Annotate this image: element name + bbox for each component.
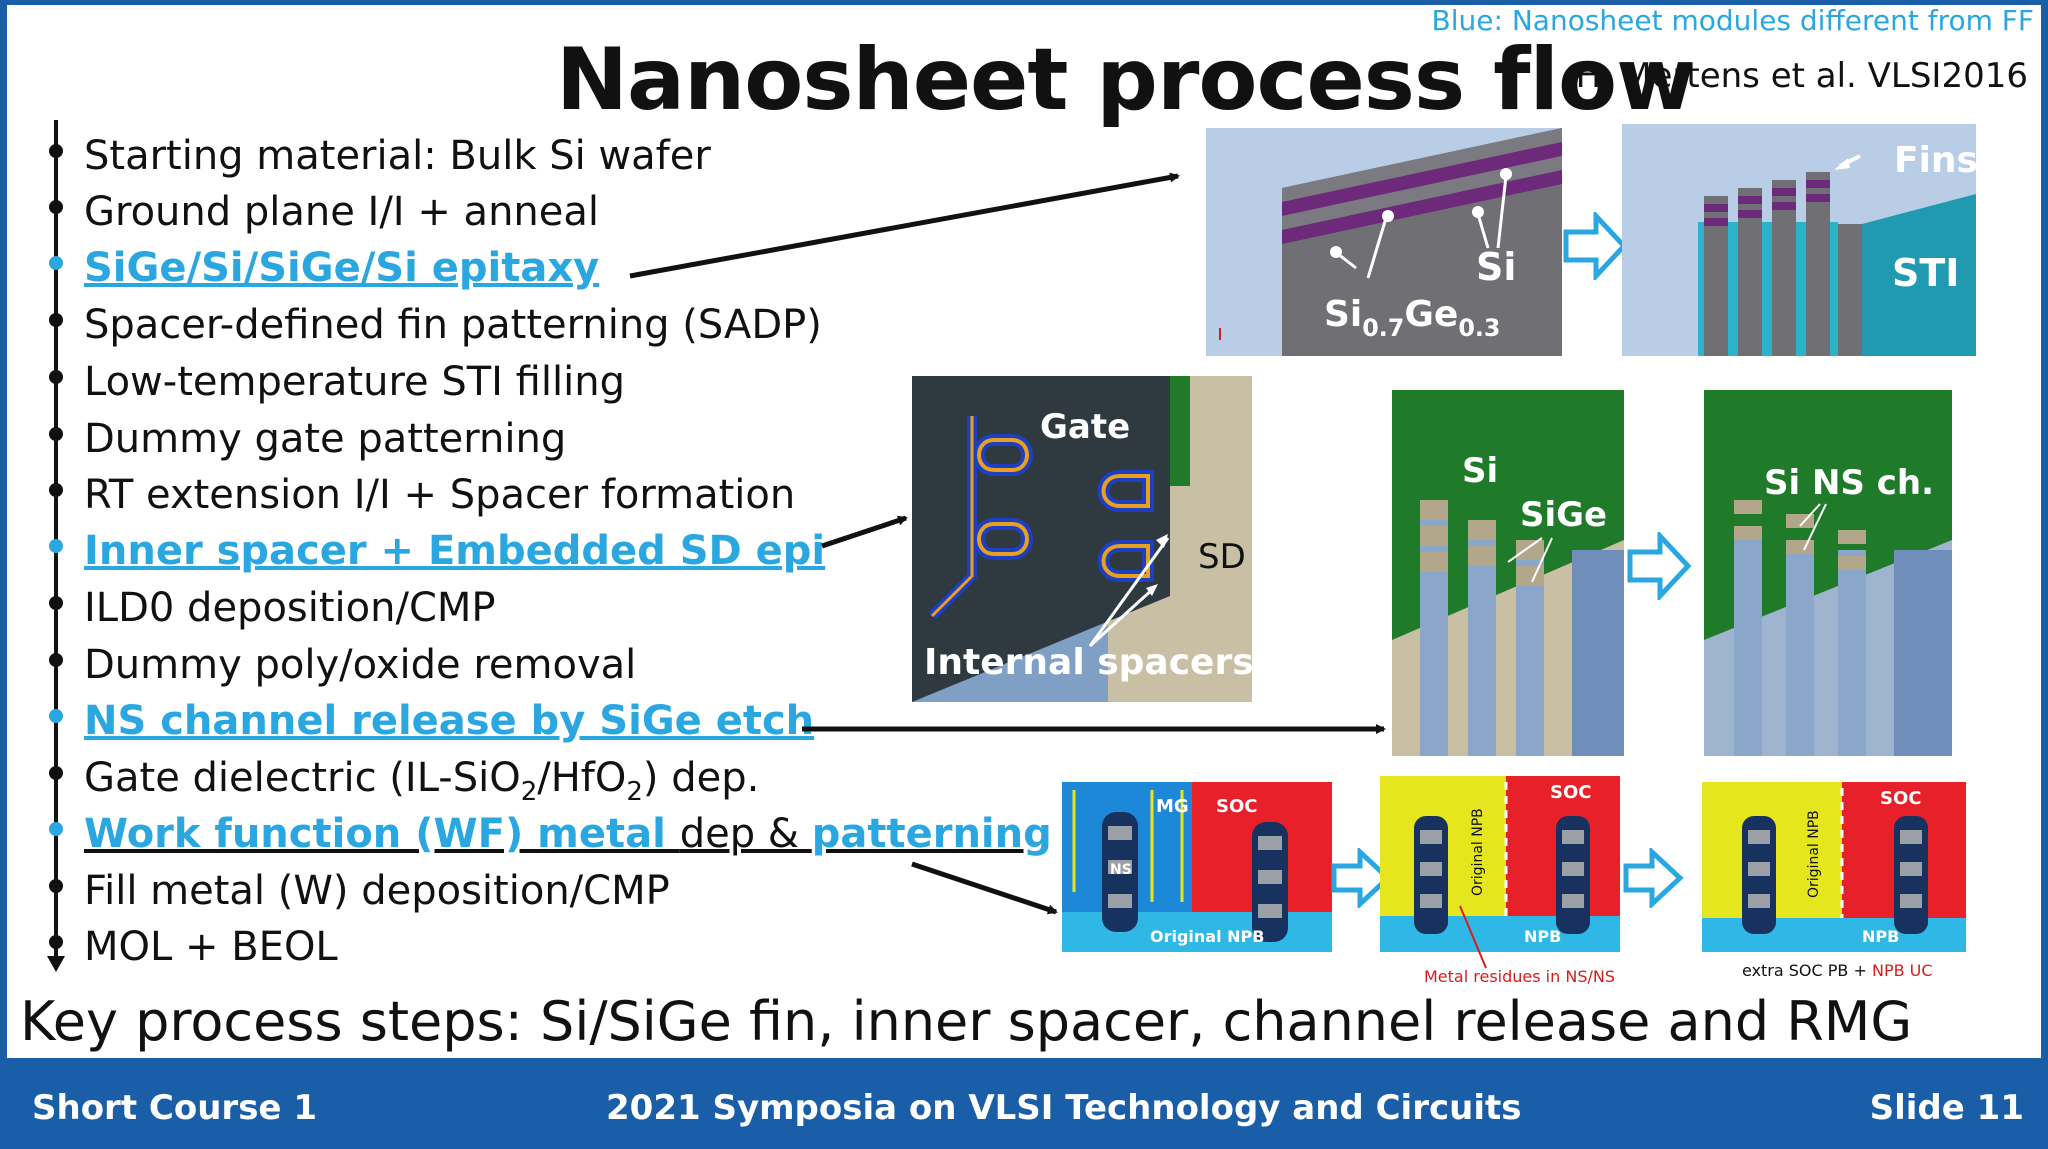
page-title: Nanosheet process flow (556, 30, 1696, 130)
epitaxy-figure: Si Si0.7Ge0.3 (1206, 128, 1562, 356)
step-wf-metal[interactable]: Work function (WF) metal dep & patternin… (84, 811, 1052, 857)
footer-course: Short Course 1 (32, 1088, 317, 1128)
label-original-npb: Original NPB (1150, 927, 1264, 946)
label-original-npb: Original NPB (1806, 810, 1822, 898)
label-sige: SiGe (1520, 495, 1607, 535)
inner-spacer-figure: Gate SD Internal spacers (912, 376, 1252, 702)
timeline-dot (49, 144, 63, 158)
step-inner-spacer[interactable]: Inner spacer + Embedded SD epi (84, 528, 826, 574)
step-rt-extension: RT extension I/I + Spacer formation (84, 472, 796, 518)
label-internal-spacers: Internal spacers (924, 642, 1252, 683)
label-si: Si (1476, 245, 1516, 289)
timeline-arrow-icon (47, 956, 65, 972)
step-mol-beol: MOL + BEOL (84, 924, 338, 970)
key-message: Key process steps: Si/SiGe fin, inner sp… (20, 990, 1913, 1053)
step-dummy-gate: Dummy gate patterning (84, 416, 567, 462)
timeline-dot (49, 653, 63, 667)
label-ns: NS (1110, 862, 1132, 878)
label-soc: SOC (1550, 782, 1591, 803)
next-step-arrow-icon (1627, 532, 1692, 600)
step-gate-dielectric: Gate dielectric (IL-SiO2/HfO2) dep. (84, 755, 760, 807)
timeline-dot (49, 256, 63, 270)
timeline-dot (49, 879, 63, 893)
label-npb: NPB (1524, 927, 1561, 946)
timeline-dot (49, 596, 63, 610)
next-step-arrow-icon (1331, 848, 1392, 908)
step-fill-metal: Fill metal (W) deposition/CMP (84, 868, 670, 914)
label-si: Si (1462, 451, 1498, 491)
footer-bar: Short Course 1 2021 Symposia on VLSI Tec… (0, 1058, 2048, 1149)
arrow-wf-to-figure (911, 861, 1058, 915)
arrow-epitaxy-to-figure (629, 172, 1180, 279)
footer-event: 2021 Symposia on VLSI Technology and Cir… (606, 1088, 1522, 1128)
step-fin-patterning: Spacer-defined fin patterning (SADP) (84, 302, 822, 348)
timeline-dot (49, 822, 63, 836)
legend-note: Blue: Nanosheet modules different from F… (1431, 4, 2034, 37)
citation: H. Mertens et al. VLSI2016 (1575, 56, 2028, 96)
label-sd: SD (1198, 537, 1246, 577)
step-dummy-removal: Dummy poly/oxide removal (84, 642, 637, 688)
wf-patterning-figure-2: SOC Original NPB NPB Metal residues in N… (1380, 776, 1620, 986)
timeline-dot (49, 483, 63, 497)
label-metal-residues: Metal residues in NS/NS (1424, 967, 1615, 986)
step-ns-release[interactable]: NS channel release by SiGe etch (84, 698, 815, 744)
label-npb: NPB (1862, 927, 1899, 946)
timeline-dot (49, 709, 63, 723)
label-soc: SOC (1216, 796, 1257, 817)
timeline-dot (49, 766, 63, 780)
label-mg: MG (1156, 796, 1189, 817)
timeline-dot (49, 427, 63, 441)
label-fins: Fins (1894, 140, 1976, 181)
ns-channel-figure: Si NS ch. (1704, 390, 1952, 756)
timeline-dot (49, 370, 63, 384)
step-ground-plane: Ground plane I/I + anneal (84, 189, 599, 235)
channel-release-figure: Si SiGe (1392, 390, 1624, 756)
timeline-dot (49, 935, 63, 949)
fins-figure: Fins STI (1622, 124, 1976, 356)
label-sige: Si0.7Ge0.3 (1324, 294, 1500, 342)
timeline-dot (49, 539, 63, 553)
label-soc: SOC (1880, 788, 1921, 809)
step-epitaxy[interactable]: SiGe/Si/SiGe/Si epitaxy (84, 245, 600, 291)
step-starting-material: Starting material: Bulk Si wafer (84, 133, 711, 179)
step-sti-filling: Low-temperature STI filling (84, 359, 625, 405)
label-si-ns-channel: Si NS ch. (1764, 463, 1934, 503)
label-original-npb: Original NPB (1470, 808, 1486, 896)
wf-patterning-figure-1: MG SOC NS Original NPB (1062, 782, 1332, 952)
label-gate: Gate (1040, 407, 1130, 447)
label-sti: STI (1892, 251, 1959, 295)
step-ild0: ILD0 deposition/CMP (84, 585, 496, 631)
timeline-dot (49, 200, 63, 214)
footer-slide-number: Slide 11 (1869, 1088, 2024, 1128)
arrow-spacer-to-figure (821, 515, 908, 549)
wf-patterning-figure-3: SOC Original NPB NPB extra SOC PB + NPB … (1702, 782, 1966, 980)
next-step-arrow-icon (1623, 848, 1684, 908)
timeline-dot (49, 313, 63, 327)
next-step-arrow-icon (1563, 212, 1628, 280)
label-extra-soc: extra SOC PB + NPB UC (1742, 961, 1933, 980)
